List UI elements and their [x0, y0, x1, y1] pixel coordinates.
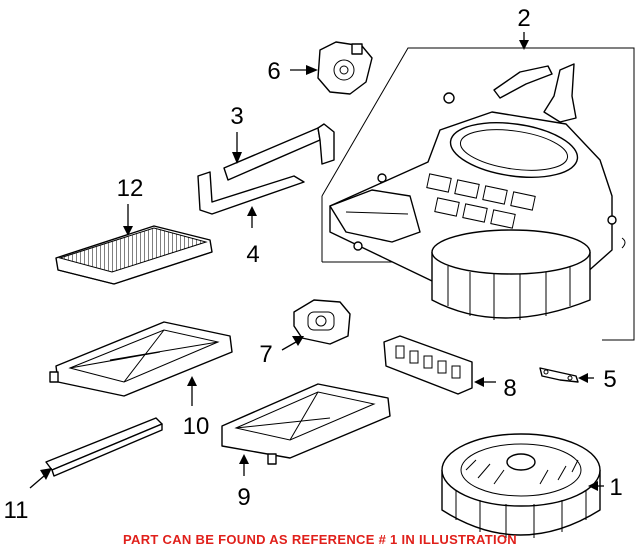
callout-1: 1 — [609, 474, 622, 501]
callout-12: 12 — [117, 175, 144, 202]
callout-8: 8 — [503, 375, 516, 402]
actuator-part-6 — [317, 41, 373, 95]
callout-11: 11 — [4, 497, 29, 524]
callout-4: 4 — [246, 241, 259, 268]
cover-strip-part-11 — [45, 417, 163, 477]
module-part-8 — [383, 335, 473, 395]
assembly-frame — [321, 47, 635, 341]
motor-part-7 — [293, 299, 351, 345]
callout-3: 3 — [230, 103, 243, 130]
callout-7: 7 — [259, 341, 272, 368]
bracket-part-5 — [539, 367, 579, 383]
callout-2: 2 — [517, 5, 530, 32]
housing-assembly-part-2 — [321, 47, 635, 341]
callout-9: 9 — [237, 484, 250, 511]
seal-part-4 — [197, 171, 305, 215]
seal-part-3 — [223, 123, 335, 181]
leader-lines — [29, 32, 604, 491]
callout-5: 5 — [603, 366, 616, 393]
cabin-filter-part-12 — [55, 225, 213, 285]
blower-motor-part-1 — [441, 433, 601, 538]
callout-10: 10 — [183, 413, 210, 440]
reference-note: PART CAN BE FOUND AS REFERENCE # 1 IN IL… — [123, 532, 517, 547]
callout-labels: 2 6 3 12 4 7 5 8 10 1 9 11 — [4, 5, 623, 524]
filter-frame-part-10 — [49, 321, 233, 397]
filter-frame-part-9 — [221, 383, 391, 465]
callout-6: 6 — [267, 58, 280, 85]
